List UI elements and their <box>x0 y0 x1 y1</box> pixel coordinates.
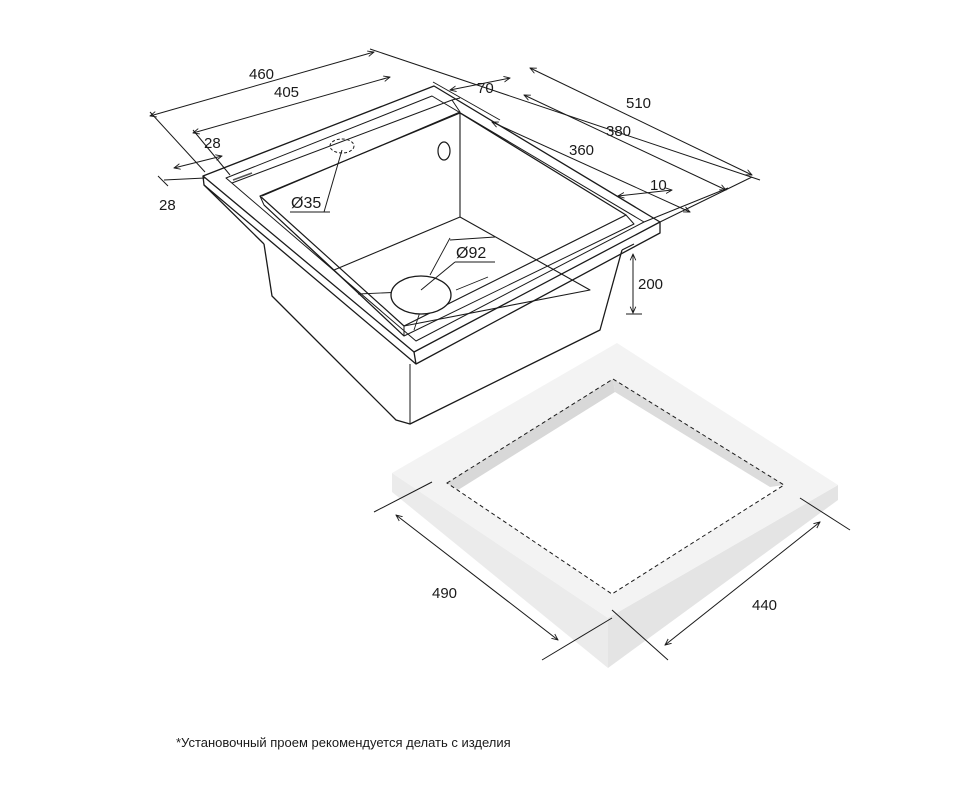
drain-hole-label: Ø92 <box>456 245 486 262</box>
dim-70-label: 70 <box>477 80 494 97</box>
dim-360-label: 360 <box>569 142 594 159</box>
dim-440-label: 440 <box>752 597 777 614</box>
sink-body <box>202 85 661 425</box>
installation-footnote: *Установочный проем рекомендуется делать… <box>176 735 511 750</box>
dim-10-label: 10 <box>650 177 667 194</box>
dim-200-label: 200 <box>638 276 663 293</box>
tap-hole-label: Ø35 <box>291 195 321 212</box>
bowl-inner-wall <box>263 113 461 271</box>
sink-dimension-lines <box>150 48 761 315</box>
drain-hole <box>390 275 452 315</box>
dim-490-label: 490 <box>432 585 457 602</box>
dim-28-left-label: 28 <box>159 197 176 214</box>
cutout-frame <box>392 343 838 668</box>
dim-460-label: 460 <box>249 66 274 83</box>
dim-380-label: 380 <box>606 123 631 140</box>
dim-510-label: 510 <box>626 95 651 112</box>
overflow-hole <box>437 141 451 161</box>
cutout-dimension-lines <box>373 481 851 661</box>
sink-outer-wall <box>263 243 623 425</box>
dim-28-top-label: 28 <box>204 135 221 152</box>
tap-hole <box>329 138 355 154</box>
dim-405-label: 405 <box>274 84 299 101</box>
